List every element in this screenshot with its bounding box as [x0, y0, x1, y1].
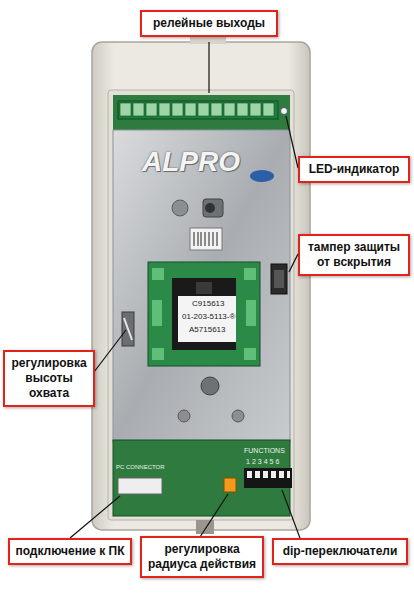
pc-callout: подключение к ПК — [8, 538, 132, 565]
pcb-marking: FUNCTIONS — [244, 447, 285, 454]
callout-text: релейные выходы — [147, 16, 271, 31]
part-number: 01-203-5113-® — [182, 313, 235, 321]
led-callout: LED-индикатор — [298, 156, 410, 183]
tamper-callout: тампер защиты от вскрытия — [298, 234, 410, 276]
brand-logo: ALPRO — [142, 148, 240, 176]
part-number: A5715613 — [189, 326, 225, 334]
part-number: C915613 — [192, 300, 224, 308]
callout-text: регулировка высоты охвата — [10, 356, 88, 401]
height-callout: регулировка высоты охвата — [3, 350, 95, 407]
callout-text: LED-индикатор — [305, 162, 403, 177]
pcb-marking: PC CONNECTOR — [116, 464, 165, 470]
callout-text: dip-переключатели — [279, 544, 401, 559]
callout-text: регулировка радиуса действия — [147, 542, 257, 572]
output-callout: релейные выходы — [140, 10, 278, 37]
callout-text: подключение к ПК — [15, 544, 125, 559]
callout-text: тампер защиты от вскрытия — [305, 240, 403, 270]
dip-numbers: 123456 — [246, 458, 281, 465]
dip-callout: dip-переключатели — [272, 538, 408, 565]
radius-callout: регулировка радиуса действия — [140, 536, 264, 578]
